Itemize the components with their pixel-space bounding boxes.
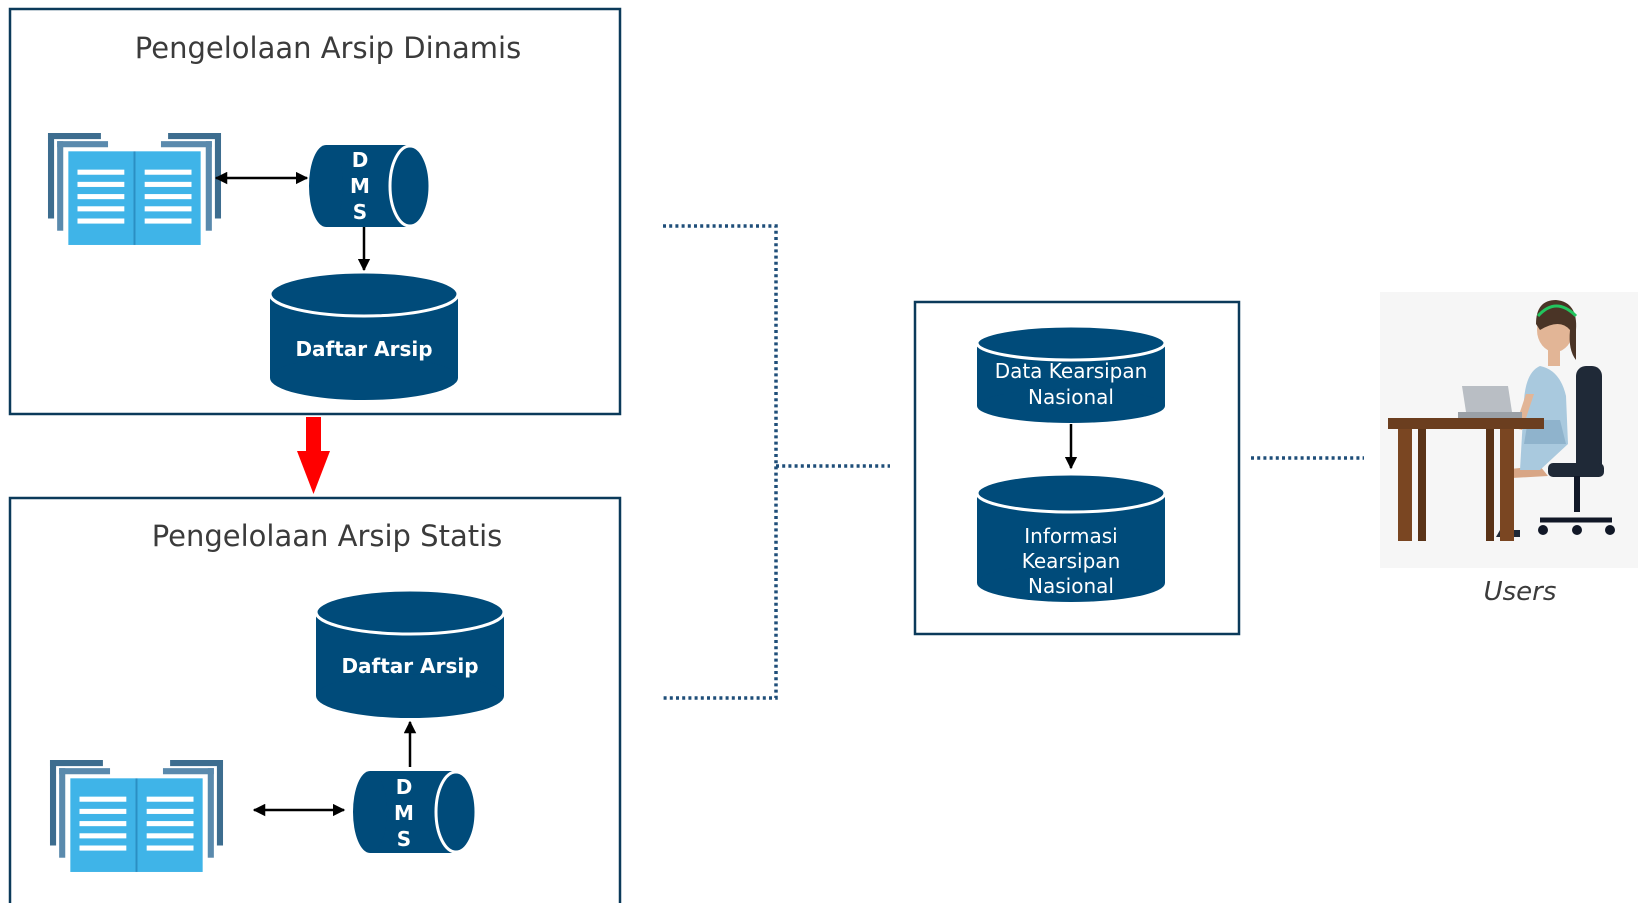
static-archive-frame bbox=[8, 496, 622, 907]
dms-letter-d: D bbox=[396, 775, 413, 799]
national-data-line-2: Nasional bbox=[1028, 385, 1114, 409]
laptop bbox=[1462, 386, 1512, 412]
archive-list-database: Daftar Arsip bbox=[268, 270, 460, 400]
user-at-desk-illustration bbox=[1380, 292, 1638, 568]
dms-letter-m: M bbox=[394, 801, 414, 825]
dms-letter-m: M bbox=[350, 174, 370, 198]
dynamic-archive-frame bbox=[8, 7, 622, 416]
dms-cylinder: D M S bbox=[309, 144, 432, 228]
dms-letter-s: S bbox=[353, 200, 367, 224]
users-label: Users bbox=[1484, 577, 1557, 607]
national-archive-information-database: Informasi Kearsipan Nasional bbox=[975, 472, 1167, 602]
national-archive-frame bbox=[913, 300, 1241, 636]
documents-icon bbox=[49, 760, 224, 872]
dms-cylinder: D M S bbox=[353, 770, 478, 854]
static-archive-title: Pengelolaan Arsip Statis bbox=[152, 519, 503, 553]
national-info-line-3: Nasional bbox=[1028, 574, 1114, 598]
national-data-line-1: Data Kearsipan bbox=[995, 359, 1148, 383]
dotted-connector bbox=[663, 224, 1364, 700]
dms-letter-d: D bbox=[352, 148, 369, 172]
archive-list-database: Daftar Arsip bbox=[314, 588, 506, 718]
national-info-line-2: Kearsipan bbox=[1022, 549, 1121, 573]
desk-top bbox=[1388, 418, 1544, 429]
transition-arrow bbox=[297, 417, 330, 494]
national-info-line-1: Informasi bbox=[1024, 524, 1117, 548]
chair-back bbox=[1576, 366, 1602, 476]
dynamic-archive-title: Pengelolaan Arsip Dinamis bbox=[135, 31, 521, 65]
documents-icon bbox=[47, 133, 222, 245]
archive-list-label: Daftar Arsip bbox=[341, 654, 478, 678]
dms-letter-s: S bbox=[397, 827, 411, 851]
archive-list-label: Daftar Arsip bbox=[295, 337, 432, 361]
national-archive-data-database: Data Kearsipan Nasional bbox=[975, 324, 1167, 423]
